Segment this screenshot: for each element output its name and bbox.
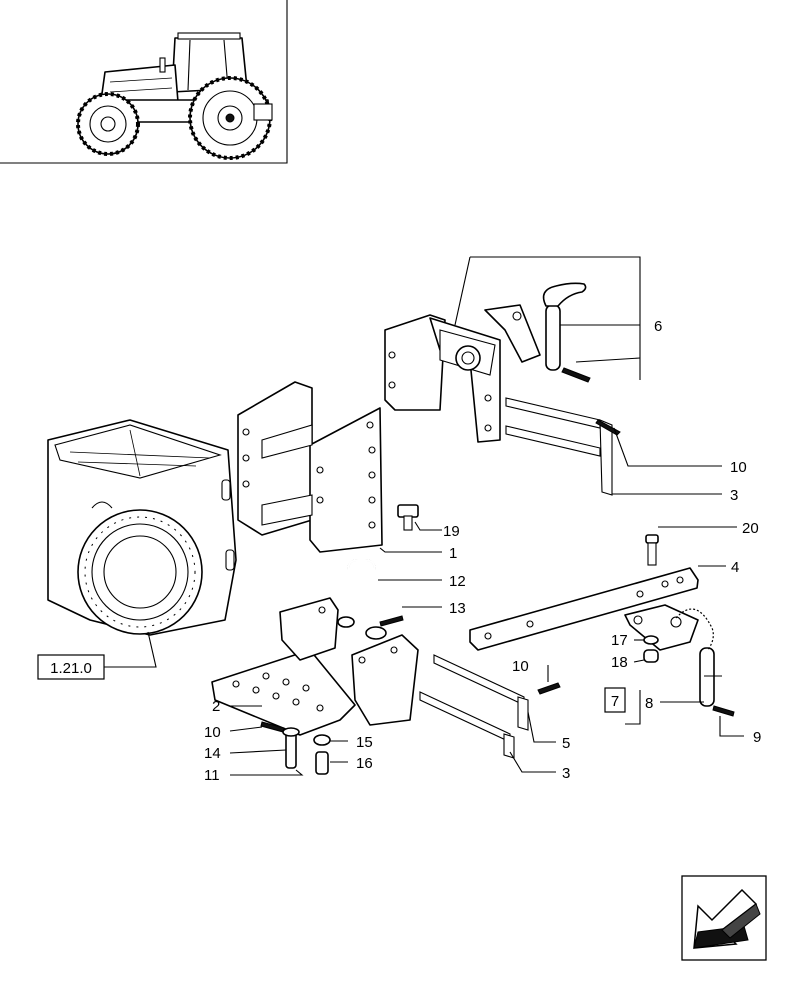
back-arrow-button[interactable] <box>681 875 767 961</box>
callout-10-lower: 10 <box>204 724 221 741</box>
part-1-mounting-bracket <box>237 381 383 553</box>
kit-box-label: 7 <box>611 693 619 710</box>
callout-10-upper: 10 <box>730 459 747 476</box>
part-20-bolt <box>645 534 659 566</box>
part-4-drawbar <box>469 567 699 651</box>
callout-12: 12 <box>449 573 466 590</box>
part-6-clevis-assembly <box>384 282 591 443</box>
callout-18: 18 <box>611 654 628 671</box>
callout-1: 1 <box>449 545 457 562</box>
callout-4: 4 <box>731 559 739 576</box>
callout-8: 8 <box>645 695 653 712</box>
tractor-icon <box>76 32 273 160</box>
callout-20: 20 <box>742 520 759 537</box>
upper-support-rods <box>505 397 621 496</box>
callout-17: 17 <box>611 632 628 649</box>
part-13-screw <box>379 615 404 627</box>
part-2-support-plate <box>211 597 419 736</box>
reference-label: 1.21.0 <box>50 660 92 677</box>
part-19-bolt <box>397 504 419 531</box>
callout-9: 9 <box>753 729 761 746</box>
kit-box-7[interactable]: 7 <box>604 687 626 713</box>
reference-1-21-0[interactable]: 1.21.0 <box>37 631 157 680</box>
lower-support-rods <box>419 654 561 759</box>
leader-lines <box>229 256 744 776</box>
callout-labels: 6 10 3 19 20 1 4 12 13 17 18 10 8 9 5 3 … <box>204 318 761 784</box>
part-7-clevis-kit <box>624 604 735 717</box>
callout-19: 19 <box>443 523 460 540</box>
callout-3-lower: 3 <box>562 765 570 782</box>
transmission-housing <box>47 419 237 636</box>
callout-15: 15 <box>356 734 373 751</box>
callout-10-middle: 10 <box>512 658 529 675</box>
callout-2: 2 <box>212 698 220 715</box>
callout-6: 6 <box>654 318 662 335</box>
callout-3-upper: 3 <box>730 487 738 504</box>
callout-14: 14 <box>204 745 221 762</box>
tractor-thumbnail <box>0 0 288 164</box>
callout-13: 13 <box>449 600 466 617</box>
lower-hardware <box>260 721 331 775</box>
part-12-u-bolt <box>337 559 376 628</box>
callout-5: 5 <box>562 735 570 752</box>
callout-11: 11 <box>204 767 220 784</box>
back-arrow-icon <box>693 888 761 949</box>
callout-16: 16 <box>356 755 373 772</box>
